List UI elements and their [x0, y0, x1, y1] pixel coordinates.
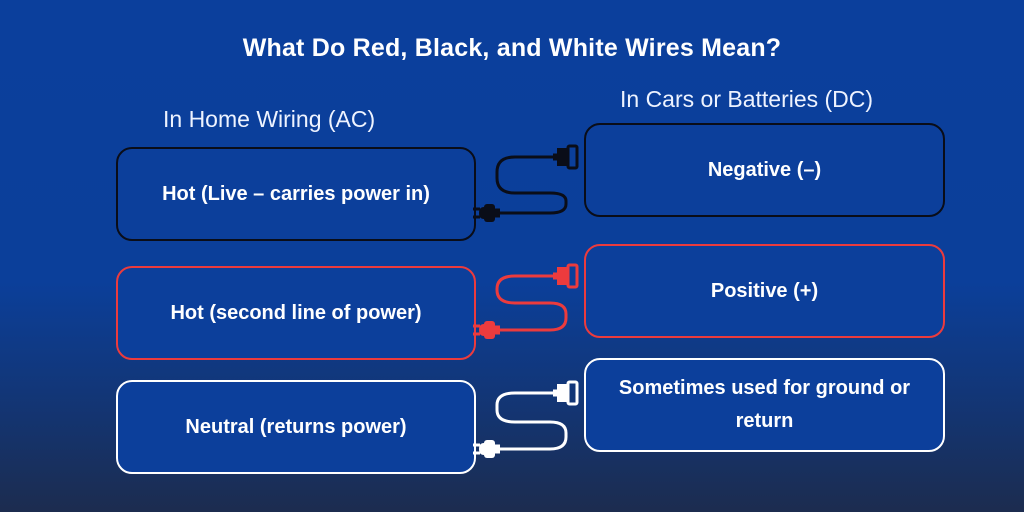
- box-black-dc: Negative (–): [584, 123, 945, 217]
- box-red-ac: Hot (second line of power): [116, 266, 476, 360]
- column-header-ac: In Home Wiring (AC): [163, 106, 376, 132]
- box-black-ac: Hot (Live – carries power in): [116, 147, 476, 241]
- box-white-dc-label: Sometimes used for ground or return: [618, 377, 911, 432]
- box-black-dc-label: Negative (–): [707, 158, 822, 181]
- column-header-dc: In Cars or Batteries (DC): [620, 86, 874, 112]
- plug-icon: [473, 321, 500, 339]
- socket-icon: [551, 263, 579, 289]
- diagram-title: What Do Red, Black, and White Wires Mean…: [242, 34, 782, 62]
- box-white-dc: Sometimes used for ground or return: [584, 358, 945, 452]
- box-white-ac: Neutral (returns power): [116, 380, 476, 474]
- box-black-ac-label: Hot (Live – carries power in): [162, 182, 430, 205]
- box-red-ac-label: Hot (second line of power): [170, 301, 422, 324]
- wire-white: [473, 380, 579, 458]
- plug-icon: [473, 440, 500, 458]
- box-red-dc: Positive (+): [584, 244, 945, 338]
- box-red-dc-label: Positive (+): [710, 279, 819, 302]
- wire-black: [473, 144, 579, 222]
- socket-icon: [551, 144, 579, 170]
- socket-icon: [551, 380, 579, 406]
- wire-red: [473, 263, 579, 339]
- box-white-ac-label: Neutral (returns power): [185, 415, 407, 438]
- plug-icon: [473, 204, 500, 222]
